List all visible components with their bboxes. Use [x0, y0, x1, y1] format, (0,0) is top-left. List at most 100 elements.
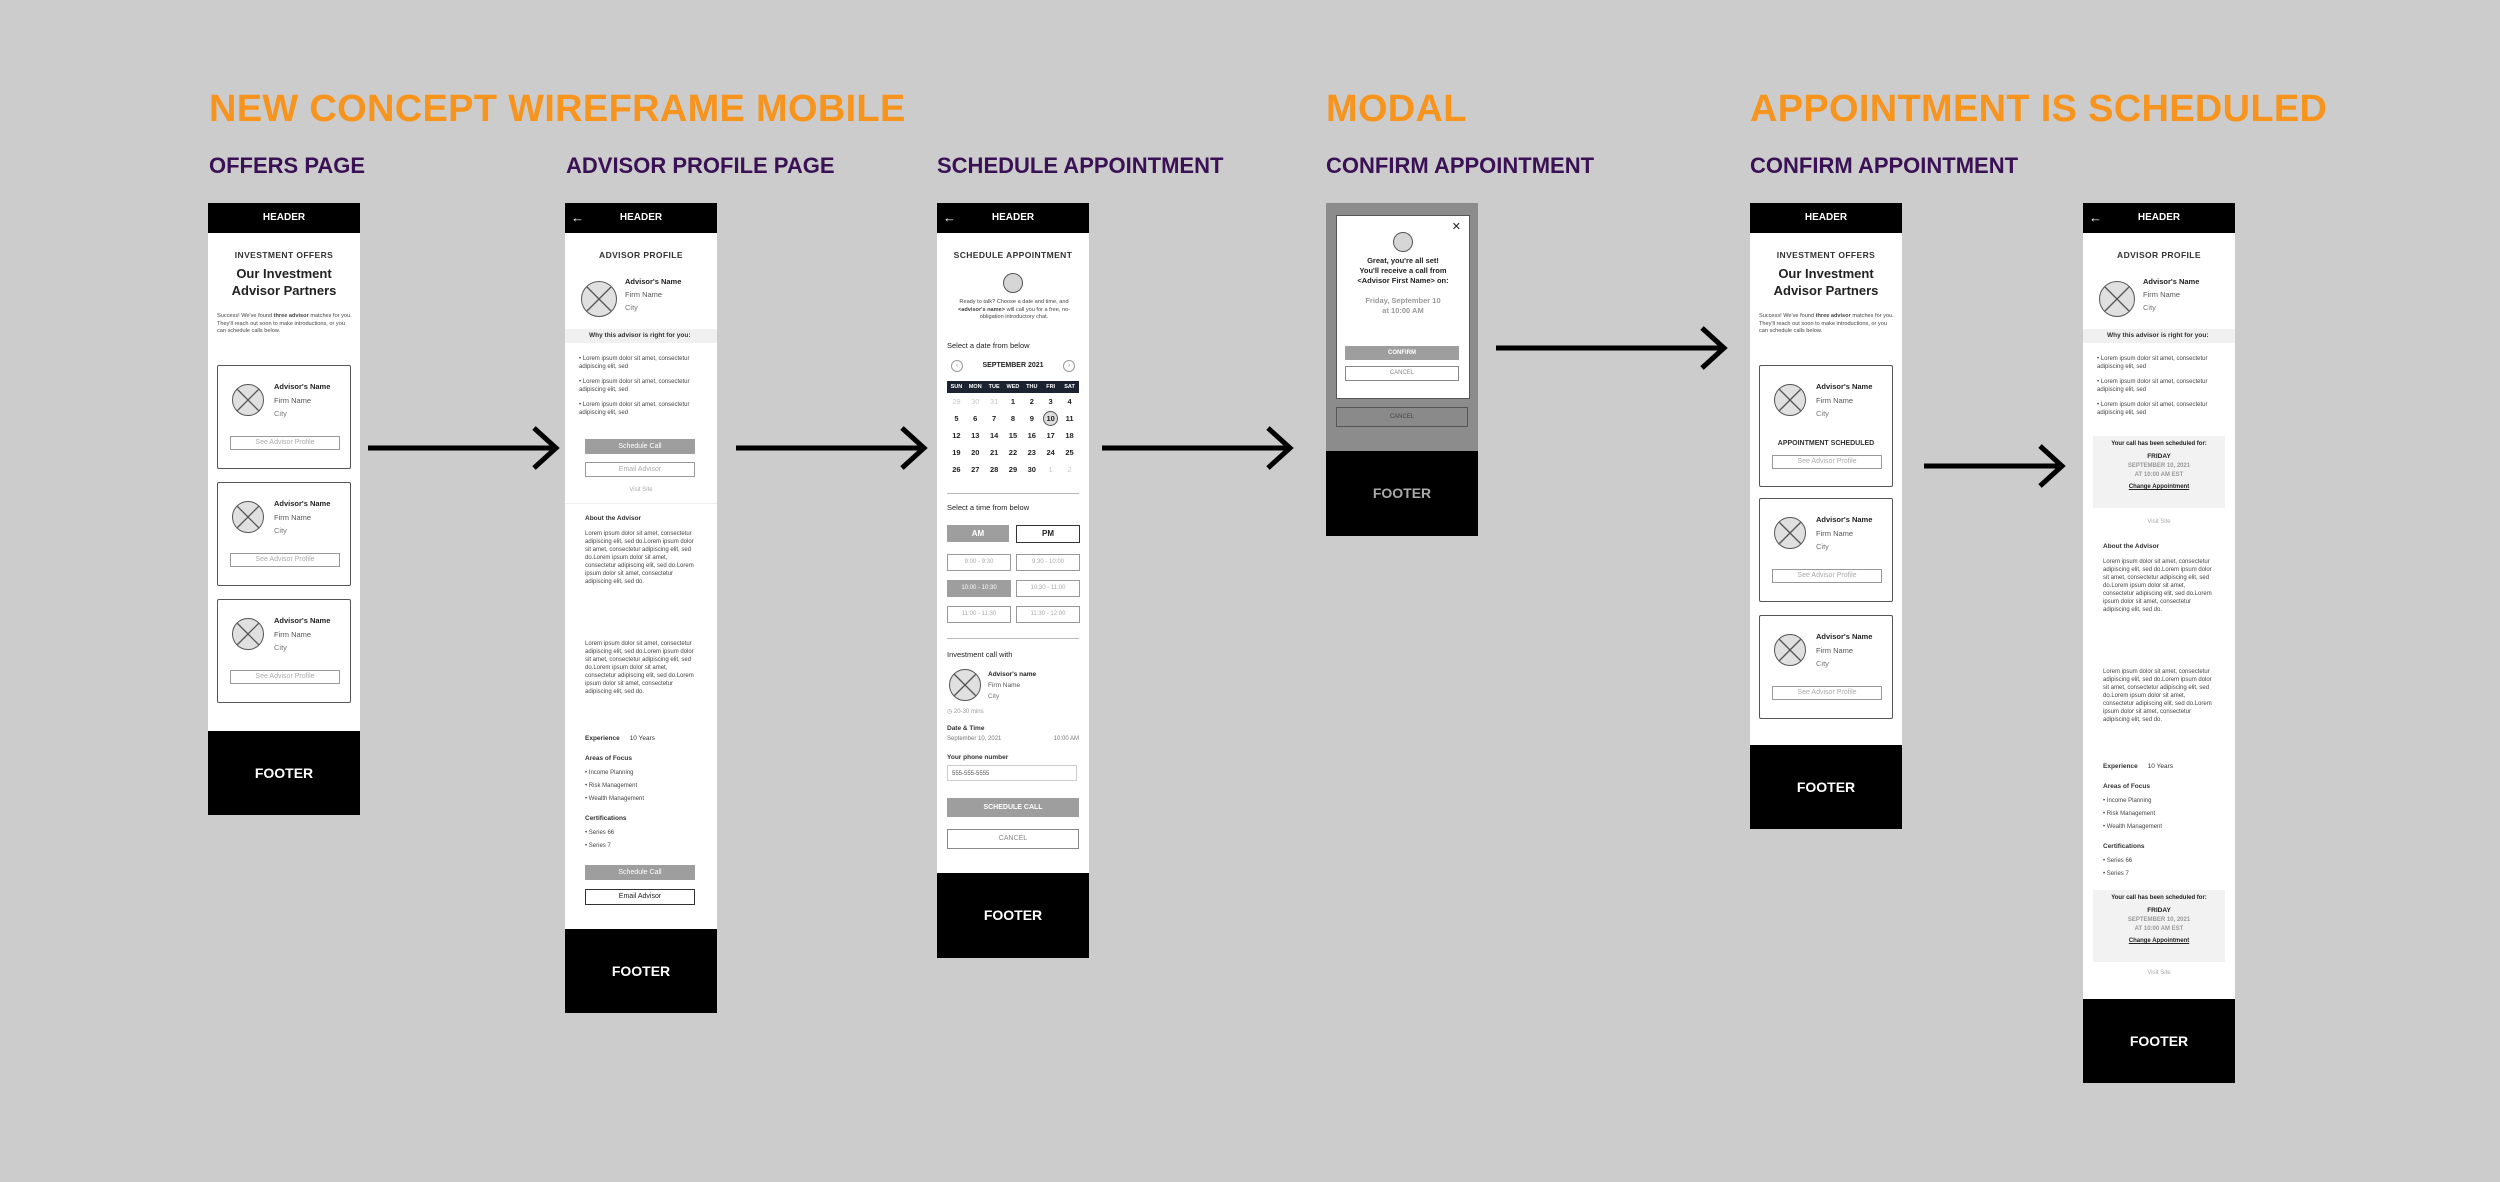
calendar-day[interactable]: 15	[1008, 431, 1018, 440]
cert-label: Certifications	[585, 815, 627, 822]
schedule-call-button[interactable]: Schedule Call	[585, 865, 695, 880]
schedule-call-button[interactable]: Schedule Call	[585, 439, 695, 454]
visit-site-link[interactable]: Visit Site	[629, 487, 653, 493]
time-slot[interactable]: 11:30 - 12:00	[1016, 606, 1080, 623]
phone-footer: FOOTER	[1750, 745, 1902, 829]
calendar-day[interactable]: 20	[971, 448, 980, 457]
scheduled-day: FRIDAY	[2147, 907, 2171, 914]
about-paragraph: Lorem ipsum dolor sit amet, consectetur …	[2103, 669, 2212, 723]
firm-name: Firm Name	[274, 630, 312, 639]
time-slot[interactable]: 10:30 - 11:00	[1016, 580, 1080, 597]
see-advisor-profile-button[interactable]: See Advisor Profile	[230, 553, 340, 567]
title-new-concept: NEW CONCEPT WIREFRAME MOBILE	[209, 88, 906, 130]
calendar-day[interactable]: 23	[1027, 448, 1036, 457]
back-arrow-icon[interactable]: ←	[2089, 210, 2102, 225]
advisor-name: Advisor's name	[988, 671, 1037, 678]
calendar-day[interactable]: 12	[952, 431, 961, 440]
time-slot[interactable]: 9:30 - 10:00	[1016, 554, 1080, 571]
calendar-day[interactable]: 18	[1065, 431, 1074, 440]
firm-name: Firm Name	[988, 682, 1021, 689]
calendar-day[interactable]: 6	[973, 414, 978, 423]
footer-label: FOOTER	[254, 765, 314, 781]
calendar-day[interactable]: 25	[1065, 448, 1074, 457]
schedule-call-button[interactable]: SCHEDULE CALL	[947, 798, 1079, 817]
calendar-day[interactable]: 29	[1008, 465, 1018, 474]
calendar-day[interactable]: 21	[989, 448, 999, 457]
calendar-day[interactable]: 2	[1029, 397, 1034, 406]
prev-month-icon[interactable]: ‹	[951, 360, 963, 372]
next-month-icon[interactable]: ›	[1063, 360, 1075, 372]
scheduled-time: AT 10:00 AM EST	[2134, 926, 2184, 932]
calendar-day[interactable]: 24	[1046, 448, 1055, 457]
calendar-day-selected[interactable]: 10	[1041, 410, 1060, 427]
weekday-header: SAT	[1060, 381, 1079, 393]
calendar-day[interactable]: 27	[971, 465, 980, 474]
calendar-day: 2	[1067, 465, 1072, 474]
phone-header: ←HEADER	[565, 203, 717, 233]
back-arrow-icon[interactable]: ←	[943, 210, 956, 225]
close-icon[interactable]: ✕	[1451, 221, 1461, 233]
calendar-day[interactable]: 3	[1048, 397, 1053, 406]
scheduled-call-box: Your call has been scheduled for: FRIDAY…	[2093, 890, 2225, 962]
calendar-day[interactable]: 30	[1027, 465, 1036, 474]
calendar-day[interactable]: 19	[952, 448, 961, 457]
see-advisor-profile-button[interactable]: See Advisor Profile	[1772, 455, 1882, 469]
calendar-day[interactable]: 4	[1067, 397, 1072, 406]
city: City	[1816, 542, 1829, 551]
calendar-day[interactable]: 1	[1010, 397, 1016, 406]
pm-toggle[interactable]: PM	[1016, 525, 1080, 543]
title-modal: MODAL	[1326, 88, 1467, 130]
phone-input[interactable]: 555-555-5555	[947, 765, 1077, 781]
modal-cancel-button[interactable]: CANCEL	[1345, 366, 1459, 381]
change-appointment-link[interactable]: Change Appointment	[2128, 938, 2190, 944]
time-slot[interactable]: 9:00 - 9:30	[947, 554, 1011, 571]
calendar-day[interactable]: 14	[989, 431, 999, 440]
calendar-day[interactable]: 28	[989, 465, 999, 474]
see-advisor-profile-button[interactable]: See Advisor Profile	[230, 670, 340, 684]
calendar-day[interactable]: 22	[1008, 448, 1018, 457]
calendar-day[interactable]: 13	[971, 431, 980, 440]
calendar-day[interactable]: 11	[1065, 414, 1074, 423]
see-advisor-profile-button[interactable]: See Advisor Profile	[1772, 686, 1882, 700]
see-advisor-profile-button[interactable]: See Advisor Profile	[1772, 569, 1882, 583]
scheduled-for-label: Your call has been scheduled for:	[2111, 895, 2207, 901]
calendar-day: 1	[1048, 465, 1053, 474]
cancel-button[interactable]: CANCEL	[947, 829, 1079, 849]
see-advisor-profile-button[interactable]: See Advisor Profile	[230, 436, 340, 450]
scheduled-date: SEPTEMBER 10, 2021	[2127, 463, 2191, 469]
about-label: About the Advisor	[2103, 543, 2160, 550]
firm-name: Firm Name	[274, 396, 312, 405]
header-label: HEADER	[991, 212, 1035, 223]
footer-label: FOOTER	[1372, 485, 1432, 501]
footer-label: FOOTER	[1796, 779, 1856, 795]
calendar-day: 31	[989, 397, 999, 406]
visit-site-link[interactable]: Visit Site	[2147, 970, 2171, 976]
title-appointment-scheduled: APPOINTMENT IS SCHEDULED	[1750, 88, 2328, 130]
calendar-day[interactable]: 7	[992, 414, 997, 423]
calendar-day[interactable]: 26	[952, 465, 961, 474]
firm-name: Firm Name	[274, 513, 312, 522]
email-advisor-button[interactable]: Email Advisor	[585, 462, 695, 477]
list-item: • Risk Management	[2103, 811, 2156, 817]
calendar-day[interactable]: 5	[954, 414, 959, 423]
subtitle-advisor-profile: ADVISOR PROFILE PAGE	[566, 153, 835, 178]
list-item: • Series 66	[2103, 858, 2133, 864]
time-slot-selected[interactable]: 10:00 - 10:30	[947, 580, 1011, 597]
avatar	[1774, 517, 1806, 549]
confirm-button[interactable]: CONFIRM	[1345, 346, 1459, 360]
visit-site-link[interactable]: Visit Site	[2147, 519, 2171, 525]
profile-kicker: ADVISOR PROFILE	[599, 250, 683, 260]
calendar-day[interactable]: 8	[1010, 414, 1016, 423]
back-arrow-icon[interactable]: ←	[571, 210, 584, 225]
email-advisor-button[interactable]: Email Advisor	[585, 889, 695, 905]
am-toggle[interactable]: AM	[947, 525, 1009, 542]
calendar-day[interactable]: 17	[1046, 431, 1055, 440]
list-item: • Series 7	[2103, 871, 2129, 877]
calendar-day[interactable]: 9	[1029, 414, 1034, 423]
list-item: • Income Planning	[2103, 798, 2152, 804]
time-slot[interactable]: 11:00 - 11:30	[947, 606, 1011, 623]
calendar-day[interactable]: 16	[1027, 431, 1036, 440]
subtitle-offers-page: OFFERS PAGE	[209, 153, 366, 178]
scheduled-day: FRIDAY	[2147, 453, 2171, 460]
change-appointment-link[interactable]: Change Appointment	[2128, 484, 2190, 490]
